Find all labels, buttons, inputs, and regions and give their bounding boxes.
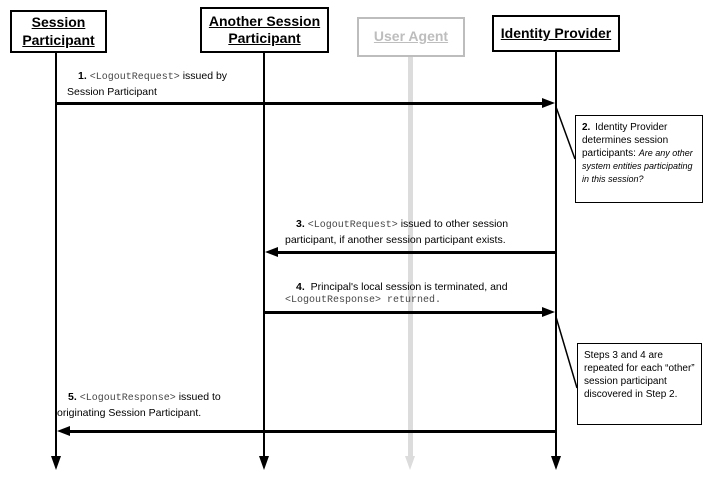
message-5-text: issued to [175, 391, 221, 403]
note-step2-connector-line [555, 106, 576, 160]
message-3-number: 3. [296, 218, 305, 230]
logout-response-element: <LogoutResponse> [79, 393, 176, 404]
message-1-number: 1. [78, 70, 87, 82]
logout-response-element: <LogoutResponse> returned. [285, 295, 442, 306]
message-3-line2: participant, if another session particip… [285, 234, 506, 246]
message-5-arrow-line [70, 430, 556, 433]
participant-identity-provider: Identity Provider [492, 15, 620, 52]
note-steps34-connector-line [555, 316, 578, 389]
participant-user-agent-label: User Agent [373, 28, 449, 45]
participant-session-participant: Session Participant [10, 10, 107, 53]
message-3-arrow-line [278, 251, 556, 254]
message-5-number: 5. [68, 391, 77, 403]
note-steps-3-4-text: Steps 3 and 4 are repeated for each “oth… [584, 350, 695, 400]
user-agent-lifeline-arrow-icon [405, 456, 415, 470]
message-4-arrowhead-icon [542, 307, 555, 317]
note-step-2-question: Are any other system entities participat… [582, 148, 693, 184]
message-3-line1: 3.<LogoutRequest> issued to other sessio… [296, 217, 575, 233]
logout-request-element: <LogoutRequest> [307, 220, 398, 231]
session-participant-lifeline [55, 52, 57, 457]
message-5-line1: 5.<LogoutResponse> issued to [68, 390, 297, 406]
participant-session-participant-label: Session Participant [22, 14, 95, 48]
participant-user-agent: User Agent [357, 17, 465, 57]
participant-identity-provider-label: Identity Provider [500, 24, 612, 41]
message-4-line1: 4. Principal's local session is terminat… [296, 280, 575, 294]
logout-request-element: <LogoutRequest> [89, 72, 180, 83]
message-5-arrowhead-icon [57, 426, 70, 436]
message-1-arrowhead-icon [542, 98, 555, 108]
message-4-label: 4. Principal's local session is terminat… [285, 280, 575, 308]
session-participant-lifeline-arrow-icon [51, 456, 61, 470]
identity-provider-lifeline-arrow-icon [551, 456, 561, 470]
note-step-2-number: 2. [582, 122, 591, 133]
another-session-participant-lifeline [263, 52, 265, 457]
message-4-text: Principal's local session is terminated,… [307, 281, 508, 293]
message-3-arrowhead-icon [265, 247, 278, 257]
identity-provider-lifeline [555, 52, 557, 457]
message-4-number: 4. [296, 281, 305, 293]
message-5-line2: originating Session Participant. [57, 407, 202, 419]
note-step-2: 2. Identity Provider determines session … [575, 115, 703, 203]
message-1-line1: 1.<LogoutRequest> issued by [78, 69, 307, 85]
message-1-label: 1.<LogoutRequest> issued by Session Part… [67, 69, 307, 99]
another-session-participant-lifeline-arrow-icon [259, 456, 269, 470]
message-1-arrow-line [56, 102, 545, 105]
note-step-2-text: Identity Provider determines session par… [582, 122, 669, 159]
message-5-label: 5.<LogoutResponse> issued to originating… [57, 390, 297, 420]
user-agent-lifeline [408, 56, 413, 457]
message-3-label: 3.<LogoutRequest> issued to other sessio… [285, 217, 575, 247]
note-steps-3-4: Steps 3 and 4 are repeated for each “oth… [577, 343, 702, 425]
message-1-line2: Session Participant [67, 86, 157, 98]
message-3-text: issued to other session [397, 218, 509, 230]
message-1-text: issued by [179, 70, 228, 82]
participant-another-session-participant: Another Session Participant [200, 7, 329, 53]
message-4-arrow-line [265, 311, 542, 314]
participant-another-session-participant-label: Another Session Participant [208, 12, 321, 47]
